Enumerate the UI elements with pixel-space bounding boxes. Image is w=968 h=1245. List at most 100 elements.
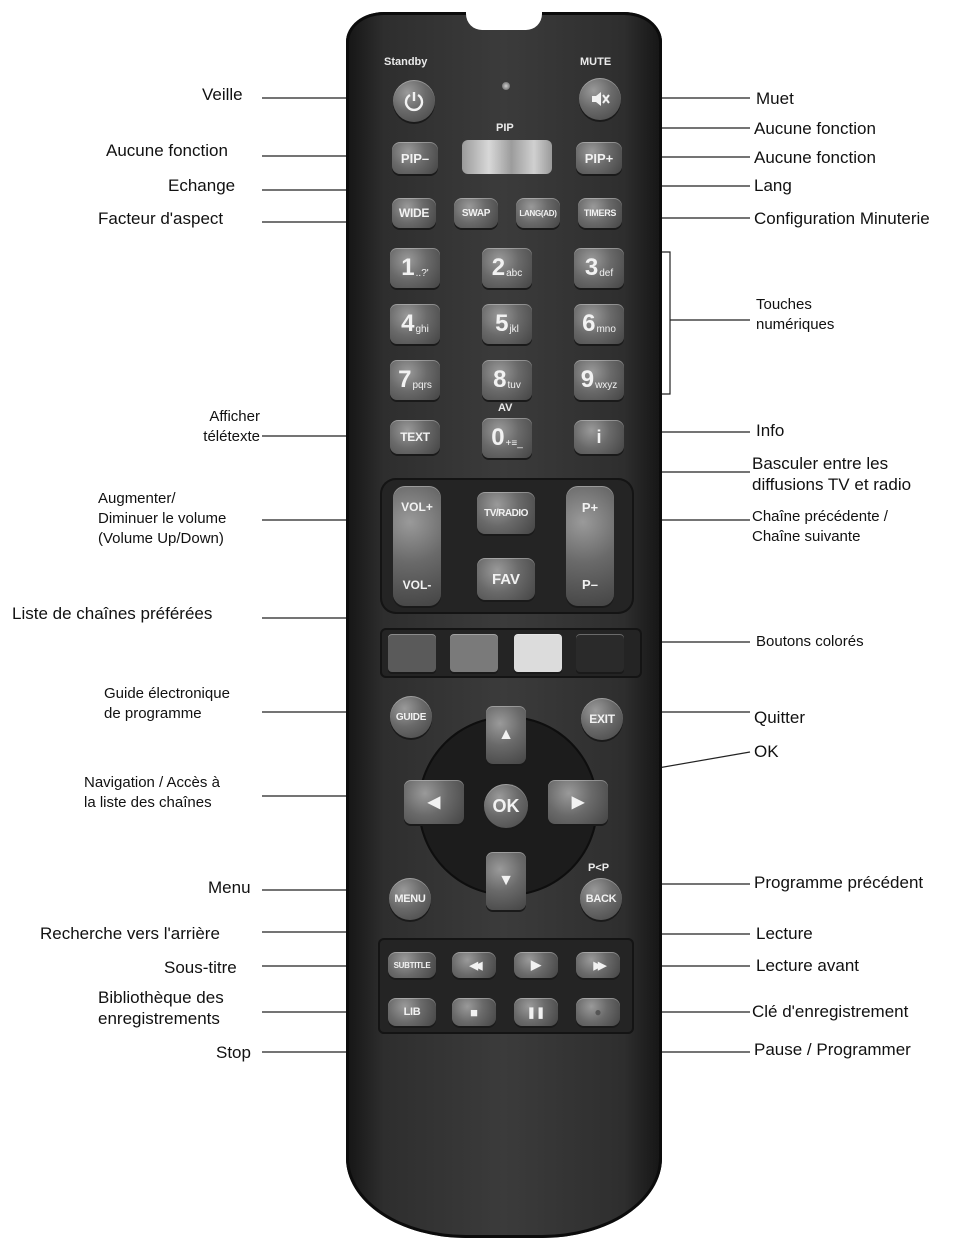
label-guide-line1: Guide électronique [104, 685, 230, 702]
rewind-button[interactable]: ◀◀ [452, 952, 496, 978]
number-6-letters: mno [596, 324, 616, 335]
mute-speaker-icon [592, 92, 610, 106]
pip-minus-button[interactable]: PIP– [392, 142, 438, 174]
text-button[interactable]: TEXT [390, 420, 440, 454]
green-color-button[interactable] [450, 634, 498, 672]
down-arrow-button[interactable]: ▼ [486, 852, 526, 910]
number-7-digit: 7 [398, 366, 412, 393]
number-0-button[interactable]: 0+≡_ [482, 418, 532, 458]
standby-caption: Standby [384, 56, 428, 68]
number-5-letters: jkl [509, 324, 519, 335]
mute-button[interactable] [579, 78, 621, 120]
label-afficher-teletexte-line2: télétexte [203, 428, 260, 445]
label-veille: Veille [202, 85, 243, 104]
play-icon: ▶ [531, 957, 541, 972]
indicator-led [502, 82, 510, 90]
label-aucune-fonction-right-1: Aucune fonction [754, 119, 876, 138]
lang-button[interactable]: LANG(AD) [516, 198, 560, 228]
pip-plus-button[interactable]: PIP+ [576, 142, 622, 174]
fast-forward-button[interactable]: ▶▶ [576, 952, 620, 978]
label-touches-line1: Touches [756, 296, 812, 313]
number-1-button[interactable]: 1..?' [390, 248, 440, 288]
right-arrow-icon: ▶ [571, 794, 585, 811]
volume-up-label: VOL+ [401, 500, 433, 514]
av-caption: AV [498, 402, 513, 414]
label-aucune-fonction-left: Aucune fonction [106, 141, 228, 160]
pip-caption: PIP [496, 122, 514, 134]
subtitle-button[interactable]: SUBTITLE [388, 952, 436, 978]
volume-down-label: VOL- [402, 578, 432, 592]
label-cle-enregistrement: Clé d'enregistrement [752, 1002, 909, 1021]
number-8-digit: 8 [493, 366, 507, 393]
label-lecture-avant: Lecture avant [756, 956, 860, 975]
guide-button[interactable]: GUIDE [390, 696, 432, 738]
label-touches-line2: numériques [756, 316, 835, 333]
exit-button[interactable]: EXIT [581, 698, 623, 740]
up-arrow-button[interactable]: ▲ [486, 706, 526, 764]
info-button[interactable]: i [574, 420, 624, 454]
pause-button[interactable]: ❚❚ [514, 998, 558, 1026]
label-chaine-line2: Chaîne suivante [752, 528, 861, 545]
label-info: Info [756, 421, 785, 440]
stop-button[interactable]: ■ [452, 998, 496, 1026]
lib-button[interactable]: LIB [388, 998, 436, 1026]
label-navigation-line1: Navigation / Accès à [84, 774, 220, 791]
mute-caption: MUTE [580, 56, 612, 68]
label-lecture: Lecture [756, 924, 813, 943]
remote-notch [466, 12, 542, 30]
channel-rocker[interactable]: P+ P– [566, 486, 614, 606]
timers-button[interactable]: TIMERS [578, 198, 622, 228]
label-volume-line3: (Volume Up/Down) [98, 530, 224, 547]
number-9-letters: wxyz [595, 380, 618, 391]
standby-button[interactable] [393, 80, 435, 122]
channel-up-label: P+ [581, 500, 599, 515]
blue-color-button[interactable] [576, 634, 624, 672]
menu-button[interactable]: MENU [389, 878, 431, 920]
label-boutons-colores: Boutons colorés [756, 633, 864, 650]
label-pause-programmer: Pause / Programmer [754, 1040, 911, 1059]
label-config-minuterie: Configuration Minuterie [754, 209, 930, 228]
pip-window-button[interactable] [462, 140, 552, 174]
label-ok: OK [754, 742, 779, 761]
play-button[interactable]: ▶ [514, 952, 558, 978]
label-programme-precedent: Programme précédent [754, 873, 924, 892]
number-6-digit: 6 [582, 310, 596, 337]
label-volume: Augmenter/Diminuer le volume(Volume Up/D… [98, 489, 226, 549]
wide-button[interactable]: WIDE [392, 198, 436, 228]
number-2-letters: abc [506, 268, 523, 279]
left-arrow-icon: ◀ [427, 794, 441, 811]
number-1-letters: ..?' [415, 268, 429, 279]
red-color-button[interactable] [388, 634, 436, 672]
label-afficher-teletexte-line1: Afficher [209, 408, 260, 425]
left-arrow-button[interactable]: ◀ [404, 780, 464, 824]
yellow-color-button[interactable] [514, 634, 562, 672]
label-facteur-aspect: Facteur d'aspect [98, 209, 224, 228]
fav-button[interactable]: FAV [477, 558, 535, 600]
right-arrow-button[interactable]: ▶ [548, 780, 608, 824]
label-chaine: Chaîne précédente /Chaîne suivante [752, 507, 888, 547]
pause-icon: ❚❚ [526, 1006, 546, 1019]
ok-button[interactable]: OK [484, 784, 528, 828]
number-0-digit: 0 [491, 424, 505, 451]
back-button[interactable]: BACK [580, 878, 622, 920]
tv-radio-button[interactable]: TV/RADIO [477, 492, 535, 534]
label-touches-numeriques: Touches numériques [756, 295, 834, 335]
record-button[interactable]: ● [576, 998, 620, 1026]
label-aucune-fonction-right-2: Aucune fonction [754, 148, 876, 167]
up-arrow-icon: ▲ [498, 726, 514, 743]
label-stop: Stop [216, 1043, 251, 1062]
volume-rocker[interactable]: VOL+ VOL- [393, 486, 441, 606]
record-icon: ● [594, 1005, 602, 1019]
label-recherche-arriere: Recherche vers l'arrière [40, 924, 220, 943]
swap-button[interactable]: SWAP [454, 198, 498, 228]
number-4-digit: 4 [401, 310, 415, 337]
